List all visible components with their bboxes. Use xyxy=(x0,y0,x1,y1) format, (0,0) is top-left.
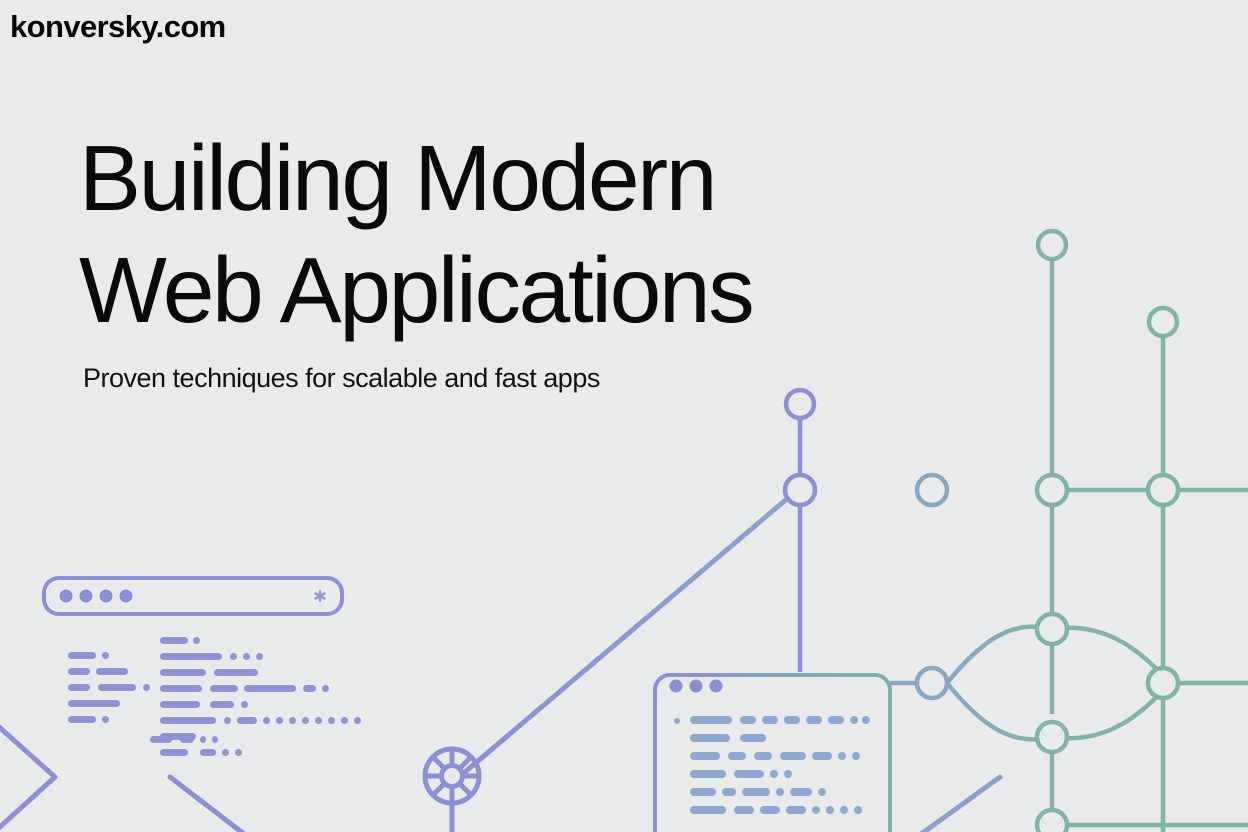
page-subtitle: Proven techniques for scalable and fast … xyxy=(83,363,600,393)
page-title-line-2: Web Applications xyxy=(79,238,755,342)
brand-logo[interactable]: konversky.com xyxy=(10,9,226,44)
page-title: Building Modern Web Applications xyxy=(79,122,979,346)
page-title-line-1: Building Modern xyxy=(79,126,717,230)
